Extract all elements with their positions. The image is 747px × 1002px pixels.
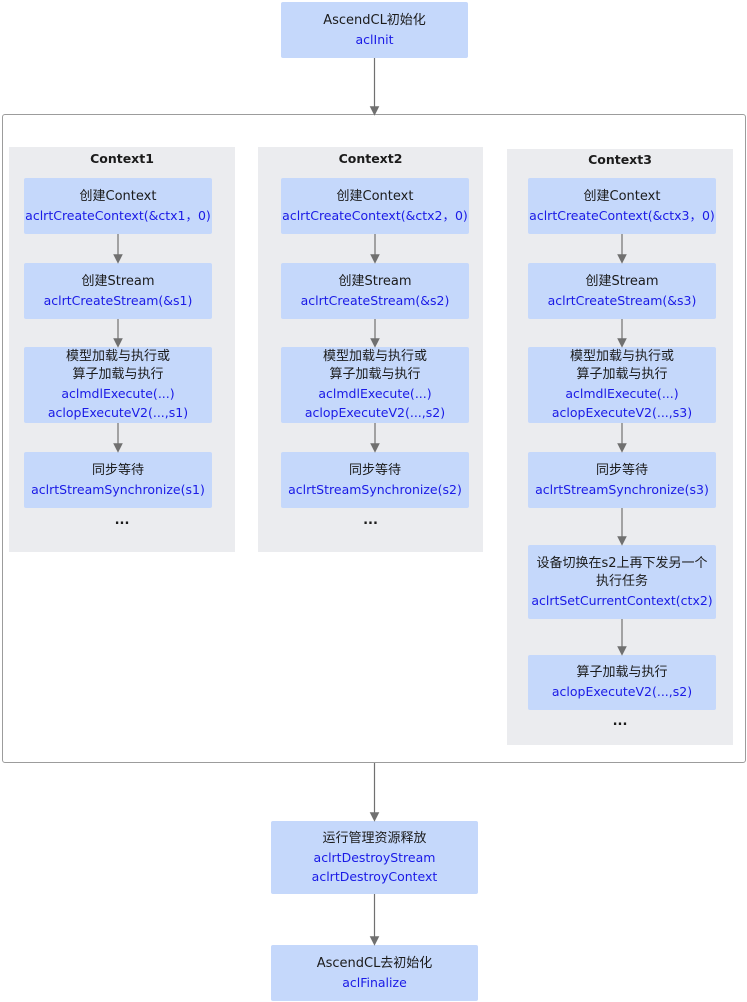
context3-switch-line2: 执行任务 xyxy=(595,573,648,589)
context3-op-exec-code: aclopExecuteV2(...,s2) xyxy=(551,684,693,699)
context2-sync-code: aclrtStreamSynchronize(s2) xyxy=(288,481,462,497)
context3-create-context-node: 创建Context aclrtCreateContext(&ctx3，0) xyxy=(528,178,716,234)
context3-switch-node: 设备切换在s2上再下发另一个 执行任务 aclrtSetCurrentConte… xyxy=(528,545,716,619)
init-title: AscendCL初始化 xyxy=(323,12,426,28)
init-code: aclInit xyxy=(355,31,394,47)
context2-load-exec-node: 模型加载与执行或 算子加载与执行 aclmdlExecute(...) aclo… xyxy=(281,347,469,423)
context2-create-stream-node: 创建Stream aclrtCreateStream(&s2) xyxy=(281,263,469,319)
release-title: 运行管理资源释放 xyxy=(322,830,427,846)
context3-sync-node: 同步等待 aclrtStreamSynchronize(s3) xyxy=(528,452,716,508)
context1-sync-node: 同步等待 aclrtStreamSynchronize(s1) xyxy=(24,452,212,508)
context3-sync-code: aclrtStreamSynchronize(s3) xyxy=(535,481,709,497)
context2-create-context-code: aclrtCreateContext(&ctx2，0) xyxy=(282,207,468,223)
context2-create-context-node: 创建Context aclrtCreateContext(&ctx2，0) xyxy=(281,178,469,234)
context1-create-stream-title: 创建Stream xyxy=(81,273,155,289)
context2-sync-node: 同步等待 aclrtStreamSynchronize(s2) xyxy=(281,452,469,508)
context3-load-exec-code1: aclmdlExecute(...) xyxy=(565,386,679,401)
context1-load-exec-code1: aclmdlExecute(...) xyxy=(61,386,175,401)
context1-create-context-code: aclrtCreateContext(&ctx1，0) xyxy=(25,207,211,223)
context3-create-stream-title: 创建Stream xyxy=(585,273,659,289)
context3-ellipsis: ... xyxy=(612,714,628,729)
context3-switch-line1: 设备切换在s2上再下发另一个 xyxy=(536,555,708,571)
context3-switch-code: aclrtSetCurrentContext(ctx2) xyxy=(531,592,713,608)
context2-load-exec-line1: 模型加载与执行或 xyxy=(322,349,427,364)
context3-title: Context3 xyxy=(588,152,652,167)
context1-create-stream-node: 创建Stream aclrtCreateStream(&s1) xyxy=(24,263,212,319)
context2-create-context-title: 创建Context xyxy=(336,188,414,204)
finalize-code: aclFinalize xyxy=(342,974,407,990)
finalize-node: AscendCL去初始化 aclFinalize xyxy=(271,945,478,1001)
context2-load-exec-code2: aclopExecuteV2(...,s2) xyxy=(304,405,446,420)
context3-load-exec-line1: 模型加载与执行或 xyxy=(569,349,674,364)
context1-ellipsis: ... xyxy=(114,513,130,528)
context1-create-context-node: 创建Context aclrtCreateContext(&ctx1，0) xyxy=(24,178,212,234)
context2-title: Context2 xyxy=(338,151,403,166)
context1-title: Context1 xyxy=(90,151,154,166)
context1-sync-code: aclrtStreamSynchronize(s1) xyxy=(31,481,205,497)
context3-create-stream-node: 创建Stream aclrtCreateStream(&s3) xyxy=(528,263,716,319)
context3-create-stream-code: aclrtCreateStream(&s3) xyxy=(547,292,697,308)
context3-load-exec-code2: aclopExecuteV2(...,s3) xyxy=(551,405,693,420)
context2-create-stream-title: 创建Stream xyxy=(338,273,412,289)
context3-create-context-code: aclrtCreateContext(&ctx3，0) xyxy=(529,207,715,223)
context3-op-exec-node: 算子加载与执行 aclopExecuteV2(...,s2) xyxy=(528,655,716,710)
context1-sync-title: 同步等待 xyxy=(91,462,144,478)
context3-load-exec-node: 模型加载与执行或 算子加载与执行 aclmdlExecute(...) aclo… xyxy=(528,347,716,423)
context2-create-stream-code: aclrtCreateStream(&s2) xyxy=(300,292,450,308)
context1-create-context-title: 创建Context xyxy=(79,188,157,204)
context1-create-stream-code: aclrtCreateStream(&s1) xyxy=(43,292,193,308)
context2-sync-title: 同步等待 xyxy=(348,462,401,478)
context3-load-exec-line2: 算子加载与执行 xyxy=(576,367,668,382)
release-code1: aclrtDestroyStream xyxy=(313,849,436,865)
context2-ellipsis: ... xyxy=(363,513,378,528)
context2-load-exec-code1: aclmdlExecute(...) xyxy=(318,386,432,401)
release-node: 运行管理资源释放 aclrtDestroyStream aclrtDestroy… xyxy=(271,821,478,894)
finalize-title: AscendCL去初始化 xyxy=(316,955,433,971)
release-code2: aclrtDestroyContext xyxy=(311,868,438,884)
context3-create-context-title: 创建Context xyxy=(583,188,661,204)
init-node: AscendCL初始化 aclInit xyxy=(281,2,468,58)
context1-load-exec-node: 模型加载与执行或 算子加载与执行 aclmdlExecute(...) aclo… xyxy=(24,347,212,423)
context3-op-exec-title: 算子加载与执行 xyxy=(576,665,668,680)
context2-load-exec-line2: 算子加载与执行 xyxy=(329,367,421,382)
context1-load-exec-code2: aclopExecuteV2(...,s1) xyxy=(47,405,189,420)
context1-load-exec-line2: 算子加载与执行 xyxy=(72,367,164,382)
context1-load-exec-line1: 模型加载与执行或 xyxy=(65,349,170,364)
context3-sync-title: 同步等待 xyxy=(595,462,648,478)
